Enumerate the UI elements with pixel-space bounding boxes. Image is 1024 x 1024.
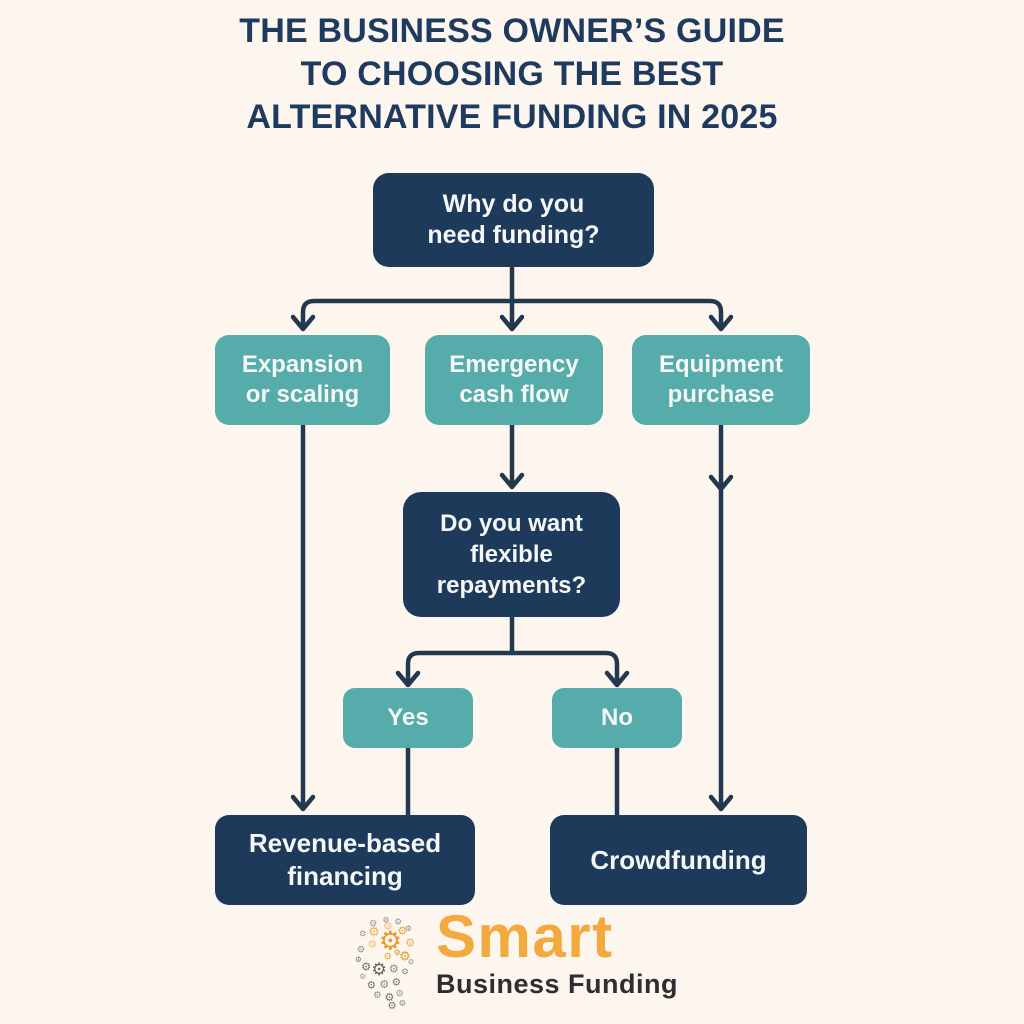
- svg-text:⚙: ⚙: [405, 937, 415, 950]
- flow-node-revenue: Revenue-based financing: [215, 815, 475, 905]
- svg-text:⚙: ⚙: [392, 977, 401, 989]
- svg-text:⚙: ⚙: [359, 929, 367, 939]
- arrowhead-to-equipment: [708, 314, 734, 332]
- svg-text:⚙: ⚙: [394, 948, 401, 957]
- arrowhead-to-decision: [499, 472, 525, 490]
- flow-node-equipment: Equipment purchase: [632, 335, 810, 425]
- page-title: THE BUSINESS OWNER’S GUIDE TO CHOOSING T…: [239, 12, 785, 136]
- svg-text:⚙: ⚙: [367, 979, 376, 991]
- svg-text:⚙: ⚙: [383, 951, 392, 962]
- svg-text:⚙: ⚙: [373, 990, 382, 1001]
- flow-node-crowdfunding: Crowdfunding: [550, 815, 807, 905]
- svg-text:⚙: ⚙: [359, 972, 366, 981]
- svg-text:⚙: ⚙: [383, 921, 392, 933]
- svg-text:⚙: ⚙: [379, 978, 389, 991]
- svg-text:⚙: ⚙: [399, 999, 407, 1009]
- svg-text:⚙: ⚙: [368, 939, 377, 951]
- svg-text:⚙: ⚙: [384, 991, 394, 1004]
- arrowhead-to-expansion: [290, 314, 316, 332]
- svg-text:⚙: ⚙: [399, 949, 411, 964]
- arrowhead-to-revenue: [290, 794, 316, 812]
- flow-node-expansion: Expansion or scaling: [215, 335, 390, 425]
- arrowhead-to-no: [604, 670, 630, 688]
- gear-head-icon: ⚙ ⚙ ⚙ ⚙ ⚙ ⚙ ⚙ ⚙ ⚙ ⚙ ⚙ ⚙ ⚙ ⚙ ⚙ ⚙ ⚙ ⚙ ⚙: [355, 915, 415, 1012]
- svg-text:⚙: ⚙: [355, 955, 362, 964]
- arrowhead-to-yes: [395, 670, 421, 688]
- svg-text:⚙: ⚙: [357, 944, 366, 955]
- svg-text:⚙: ⚙: [361, 961, 371, 974]
- flow-node-emergency: Emergency cash flow: [425, 335, 603, 425]
- connector-yesno-branch: [405, 650, 620, 684]
- svg-text:⚙: ⚙: [396, 988, 405, 999]
- brand-logo: ⚙ ⚙ ⚙ ⚙ ⚙ ⚙ ⚙ ⚙ ⚙ ⚙ ⚙ ⚙ ⚙ ⚙ ⚙ ⚙ ⚙ ⚙ ⚙: [0, 906, 1024, 1012]
- svg-text:⚙: ⚙: [387, 1000, 396, 1012]
- flow-node-no: No: [552, 688, 682, 748]
- svg-text:⚙: ⚙: [368, 925, 380, 940]
- svg-text:⚙: ⚙: [369, 919, 378, 930]
- svg-text:⚙: ⚙: [408, 958, 415, 967]
- svg-text:⚙: ⚙: [405, 924, 412, 933]
- svg-text:⚙: ⚙: [389, 962, 399, 975]
- svg-text:⚙: ⚙: [379, 926, 402, 956]
- flow-node-yes: Yes: [343, 688, 473, 748]
- mid-chevron-equipment-line: [708, 474, 734, 492]
- brand-tagline: Business Funding: [435, 969, 678, 999]
- flow-node-decision: Do you want flexible repayments?: [403, 492, 620, 617]
- svg-text:⚙: ⚙: [401, 967, 409, 977]
- svg-text:⚙: ⚙: [383, 915, 390, 924]
- brand-text-block: Smart Business Funding: [435, 903, 678, 1000]
- flow-node-root: Why do you need funding?: [373, 173, 654, 267]
- svg-text:⚙: ⚙: [371, 960, 386, 980]
- connector-top-branch: [300, 298, 724, 329]
- svg-text:⚙: ⚙: [397, 924, 407, 937]
- arrowhead-to-emergency: [499, 314, 525, 332]
- arrowhead-to-crowdfunding: [708, 794, 734, 812]
- brand-name: Smart: [435, 903, 614, 970]
- svg-text:⚙: ⚙: [394, 917, 402, 927]
